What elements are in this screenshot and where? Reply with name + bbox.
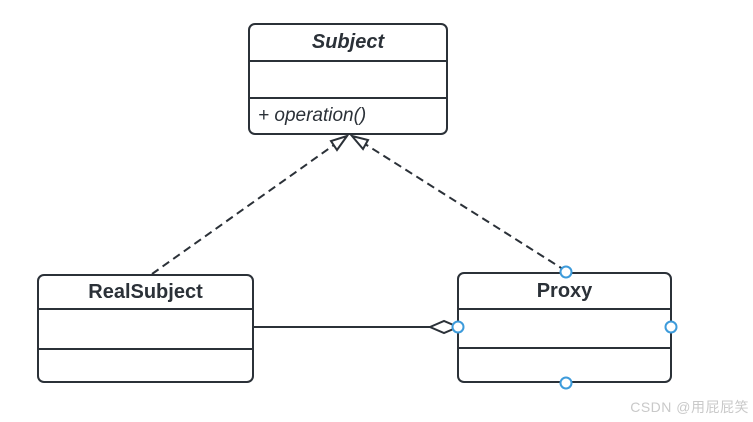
class-subject-operation: + operation() xyxy=(258,105,367,126)
class-subject-attributes[interactable] xyxy=(250,62,446,99)
class-proxy-attributes[interactable] xyxy=(459,310,670,349)
selection-handle-bottom[interactable] xyxy=(559,376,573,390)
selection-handle-right[interactable] xyxy=(664,320,678,334)
class-proxy-name: Proxy xyxy=(459,274,670,310)
selection-handle-left[interactable] xyxy=(451,320,465,334)
watermark: CSDN @用屁屁笑 xyxy=(630,399,749,415)
class-realsubject-attributes[interactable] xyxy=(39,310,252,350)
class-subject-name: Subject xyxy=(250,25,446,62)
realization-edge-proxy-subject[interactable] xyxy=(364,143,567,272)
class-realsubject[interactable]: RealSubject xyxy=(37,274,254,383)
selection-handle-top[interactable] xyxy=(559,265,573,279)
realization-arrowhead-icon xyxy=(349,134,370,151)
class-subject[interactable]: Subject + operation() xyxy=(248,23,448,135)
class-realsubject-name: RealSubject xyxy=(39,276,252,310)
realization-arrowhead-icon xyxy=(329,134,350,152)
realization-edge-realsubject-subject[interactable] xyxy=(151,144,335,275)
